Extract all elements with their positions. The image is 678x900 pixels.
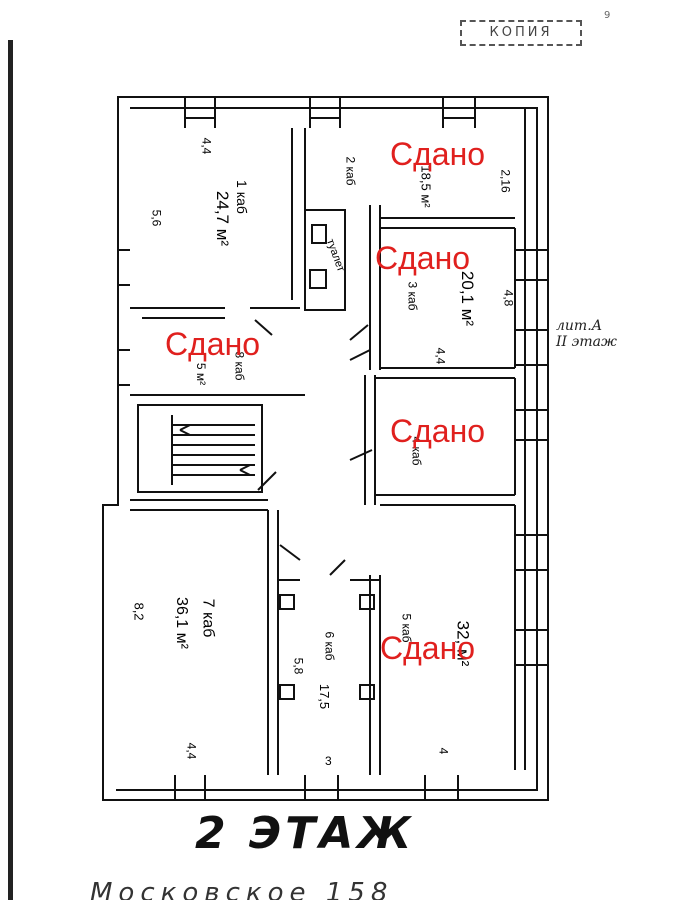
stair-arrow (179, 424, 251, 476)
room-5-status: Сдано (380, 630, 476, 666)
copy-stamp: КОПИЯ (460, 20, 582, 46)
room-5-height: 4 (436, 747, 451, 755)
window (118, 249, 130, 286)
room-2-status: Сдано (390, 136, 486, 172)
room-6-area: 17,5 (317, 683, 333, 710)
room-1-name: 1 каб (233, 180, 250, 214)
door-swing (254, 319, 373, 576)
window (304, 775, 339, 800)
toilet-fixture (311, 224, 327, 244)
stair-treads (171, 415, 255, 485)
room-8-area: 5 м² (194, 362, 209, 386)
window (309, 97, 341, 128)
stair-walls (137, 404, 263, 493)
window (515, 629, 548, 666)
room-7-area: 36,1 м² (172, 597, 190, 649)
sink-fixture (309, 269, 327, 289)
window (515, 249, 548, 281)
room-7-height: 4,4 (184, 742, 199, 760)
room-7-name: 7 каб (199, 598, 217, 638)
corner-mark: 9 (604, 10, 611, 21)
room-3-name: 3 каб (405, 281, 420, 311)
toilet-room (304, 209, 346, 311)
room-6-side: 5,8 (291, 657, 306, 675)
room-1-area: 24,7 м² (213, 190, 233, 247)
room-3-status: Сдано (375, 240, 471, 276)
room-7-side: 8,2 (131, 602, 147, 621)
plan-annotation: лит.А II этаж (556, 318, 617, 350)
address-label: Московское 158 (90, 878, 394, 900)
column (279, 594, 295, 610)
window (174, 775, 206, 800)
window (515, 409, 548, 441)
plan-floor: II этаж (556, 334, 617, 350)
room-1-height: 4,4 (199, 137, 214, 155)
room-4-status: Сдано (390, 413, 486, 449)
column (279, 684, 295, 700)
room-2-name: 2 каб (343, 156, 358, 186)
binding-edge (8, 40, 13, 900)
plan-letter: лит.А (556, 318, 603, 334)
column (359, 594, 375, 610)
room-6-name: 6 каб (322, 631, 337, 661)
window (424, 775, 459, 800)
room-8-status: Сдано (165, 326, 261, 362)
room-3-area: 20,1 м² (458, 270, 478, 327)
floor-title: 2 ЭТАЖ (195, 808, 416, 859)
window (118, 349, 130, 386)
window (515, 329, 548, 366)
window (184, 97, 216, 128)
room-3-side: 4,8 (501, 289, 516, 307)
outer-wall (102, 96, 549, 801)
column (359, 684, 375, 700)
room-3-height: 4,4 (433, 347, 448, 365)
room-2-height: 2,16 (498, 169, 513, 193)
room-1-side: 5,6 (149, 209, 164, 227)
room-6-height: 3 (325, 754, 332, 768)
window (442, 97, 476, 128)
window (515, 534, 548, 571)
